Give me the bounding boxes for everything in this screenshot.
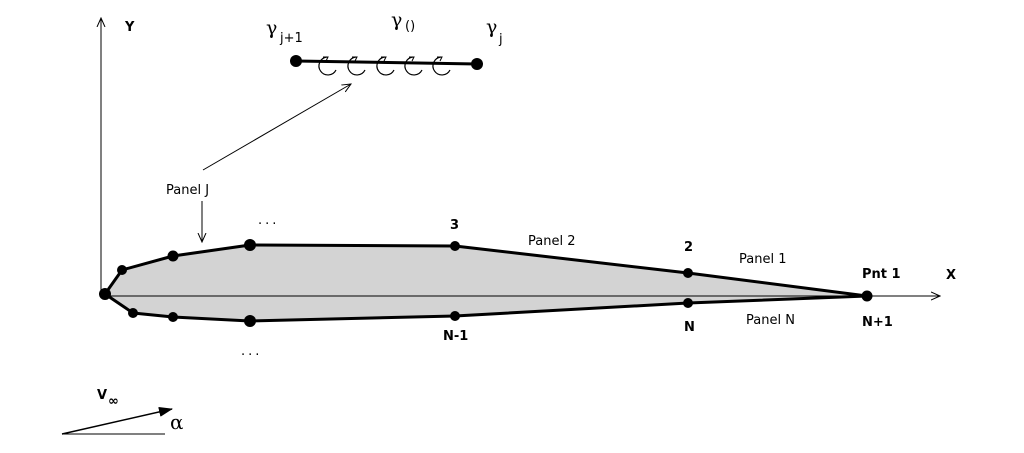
- panel-1-label: Panel 1: [739, 252, 786, 267]
- node-upper: [117, 265, 127, 275]
- node-leading-edge: [99, 288, 111, 300]
- node-upper: [244, 239, 256, 251]
- node-lower: [168, 312, 178, 322]
- node-upper: [167, 250, 179, 262]
- x-axis-label: X: [946, 268, 956, 283]
- node-2: [683, 268, 693, 278]
- pnt-1-label: Pnt 1: [862, 267, 901, 282]
- gamma-j-plus-1-symbol: γ: [266, 17, 277, 39]
- angle-of-attack-symbol: α: [170, 410, 184, 434]
- panel-j-label: Panel J: [166, 183, 209, 198]
- panel-j-zoom-arrow: [202, 84, 351, 171]
- node-lower: [128, 308, 138, 318]
- freestream-velocity-subscript: ∞: [108, 394, 119, 409]
- gamma-mid-subscript: (): [405, 19, 415, 34]
- gamma-j-plus-1-subscript: j+1: [279, 31, 303, 46]
- node-2-label: 2: [684, 240, 693, 255]
- vortex-node-left: [290, 55, 302, 67]
- node-n-minus-1-label: N-1: [443, 329, 468, 344]
- gamma-mid-symbol: γ: [391, 9, 402, 31]
- vortex-panel-line: [295, 59, 478, 66]
- node-3: [450, 241, 460, 251]
- gamma-j-subscript: j: [498, 32, 503, 47]
- freestream-direction-arrow: [61, 407, 173, 435]
- vortex-panel-detail: [290, 55, 483, 76]
- node-n: [683, 298, 693, 308]
- gamma-j-symbol: γ: [486, 16, 497, 38]
- upper-ellipsis: ...: [258, 213, 279, 228]
- y-axis-label: Y: [124, 20, 135, 35]
- freestream-velocity-label: V: [97, 388, 107, 403]
- vortex-swirls: [318, 56, 451, 76]
- lower-ellipsis: ...: [241, 344, 262, 359]
- node-3-label: 3: [450, 218, 459, 233]
- panel-nodes: [99, 239, 873, 327]
- node-n-label: N: [684, 320, 695, 335]
- node-n-plus-1-label: N+1: [862, 315, 893, 330]
- node-lower: [244, 315, 256, 327]
- vortex-node-right: [471, 58, 483, 70]
- panel-2-label: Panel 2: [528, 234, 575, 249]
- panel-n-label: Panel N: [746, 313, 795, 328]
- freestream-indicator: V ∞ α: [61, 388, 184, 435]
- node-n-minus-1: [450, 311, 460, 321]
- node-trailing-edge: [861, 290, 873, 302]
